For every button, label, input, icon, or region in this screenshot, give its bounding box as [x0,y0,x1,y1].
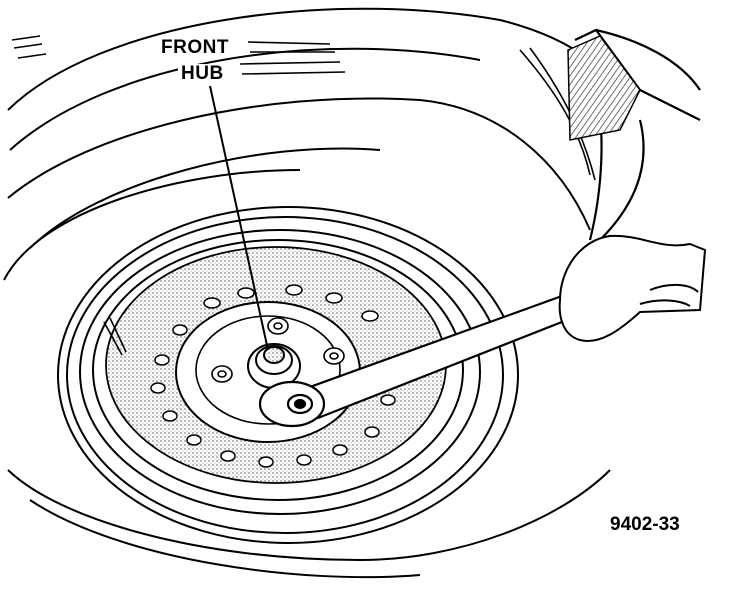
front-hub-center [247,343,301,389]
hand [558,234,707,342]
valve-stem [103,317,127,356]
vent-holes [150,284,396,468]
callout-label-front: FRONT [158,38,232,57]
tire-tread-lines [11,35,596,181]
callout-leader-line [209,85,269,351]
fender-shadow [567,35,641,141]
tire-outline [3,7,611,579]
rim-rings [57,206,519,544]
callout-label-hub: HUB [178,64,227,83]
figure-number: 9402-33 [610,514,680,535]
